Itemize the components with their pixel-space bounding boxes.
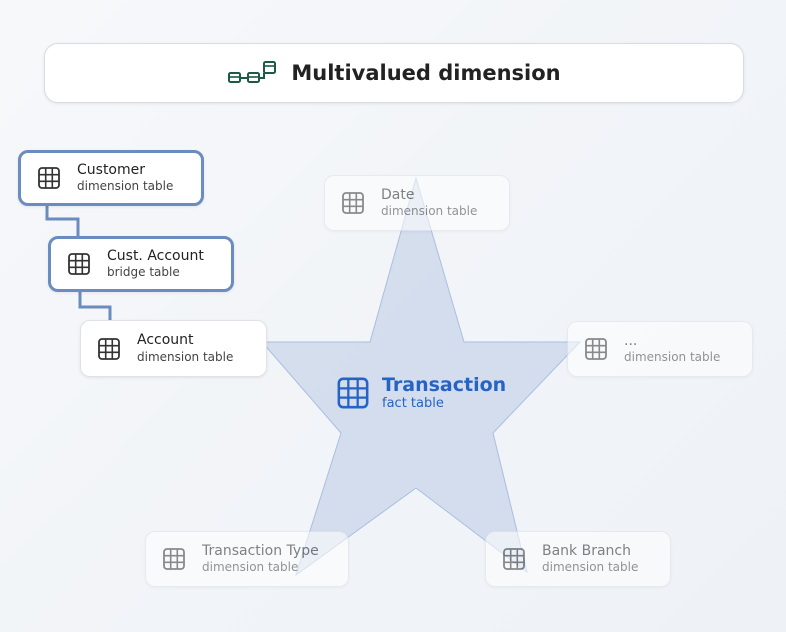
card-name: Date [381,186,415,203]
other-dimension-card: ... dimension table [567,321,753,377]
table-grid-icon [38,167,60,189]
card-name: Customer [77,161,146,178]
card-type: dimension table [202,560,299,575]
card-name: Transaction Type [202,542,319,559]
transaction-type-dimension-card: Transaction Type dimension table [145,531,349,587]
customer-dimension-card: Customer dimension table [18,150,204,206]
card-name: Bank Branch [542,542,631,559]
card-type: dimension table [381,204,478,219]
card-type: dimension table [542,560,639,575]
table-grid-icon [163,548,185,570]
card-name: ... [624,332,638,349]
page-title: Multivalued dimension [291,61,561,85]
transaction-fact-table: Transaction fact table [336,375,506,411]
connector-customer-bridge [45,205,80,237]
date-dimension-card: Date dimension table [324,175,510,231]
fact-type: fact table [382,395,444,411]
bridge-tables-icon [228,61,277,83]
table-grid-icon [342,192,364,214]
card-type: dimension table [77,179,174,194]
title-banner: Multivalued dimension [44,43,744,103]
table-grid-icon [585,338,607,360]
connector-bridge-account [78,291,112,322]
card-name: Account [137,332,194,349]
bank-branch-dimension-card: Bank Branch dimension table [485,531,671,587]
cust-account-bridge-card: Cust. Account bridge table [48,236,234,292]
table-grid-icon [68,253,90,275]
card-type: dimension table [137,349,234,364]
card-name: Cust. Account [107,247,204,264]
table-grid-icon [503,548,525,570]
card-type: dimension table [624,350,721,365]
card-type: bridge table [107,265,180,280]
fact-name: Transaction [382,374,507,396]
table-grid-icon [337,377,369,409]
account-dimension-card: Account dimension table [80,320,267,377]
star-shape [260,176,582,577]
table-grid-icon [98,337,120,360]
